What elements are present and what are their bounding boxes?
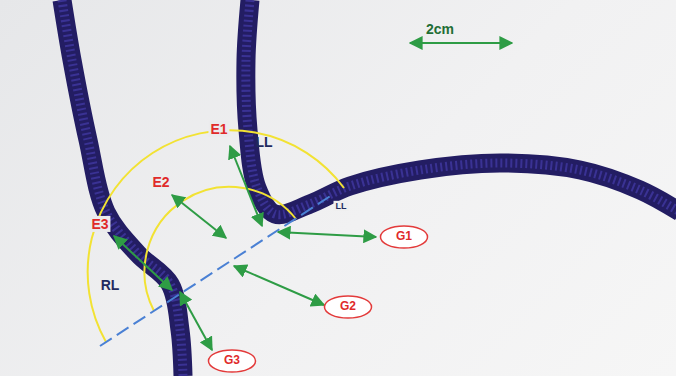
tube-texture [246,0,676,215]
g1-arrow [278,232,376,237]
ellipse-shape [324,296,371,318]
scale-label: 2cm [424,21,456,37]
g2-arrow [234,266,324,305]
dashed-axis [100,195,332,346]
callout-ellipse: G1 [380,225,428,249]
scale-arrow [410,42,512,44]
e2-arrow [172,195,226,238]
distance-label: E1 [208,121,229,137]
tube [62,0,676,376]
region-label: RL [99,277,122,293]
ellipse-shape [208,350,255,372]
distance-label: E3 [89,216,110,232]
callout-number: G3 [224,354,240,367]
e3-arrow [114,236,172,290]
callout-ellipse: G2 [324,295,372,319]
region-label: LL [253,134,274,150]
axis-label: LL [334,201,349,211]
outer-arc [88,130,344,342]
inner-arc [144,187,296,311]
tube-body [246,0,676,215]
callout-number: G2 [340,300,356,313]
callout-ellipse: G3 [208,349,256,373]
distance-label: E2 [150,174,171,190]
ellipse-shape [380,226,427,248]
g3-arrow [180,292,212,350]
measure-arrows [114,43,512,350]
tube-texture [62,0,183,376]
tube-body [62,0,183,376]
callout-number: G1 [396,230,412,243]
e1-arrow [230,146,262,226]
